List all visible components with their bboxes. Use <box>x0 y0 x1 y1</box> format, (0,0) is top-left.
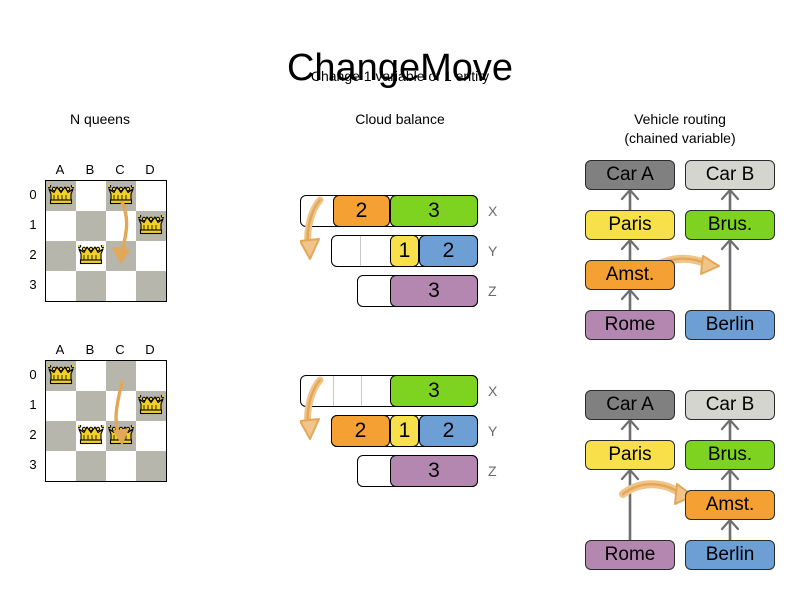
cloud-process-y-0[interactable]: 2 <box>331 415 390 447</box>
board-rank-label-1: 1 <box>29 217 37 232</box>
queen-piece-B2[interactable] <box>76 243 106 267</box>
queen-icon <box>46 363 76 385</box>
chessboard <box>45 360 167 482</box>
cloud-bar-divider <box>360 236 361 266</box>
cloud-computer-label-y: Y <box>488 423 498 439</box>
board-file-label-c: C <box>115 162 125 177</box>
cloud-computer-label-x: X <box>488 383 498 399</box>
board-file-label-a: A <box>55 162 65 177</box>
queen-icon <box>76 423 106 445</box>
board-cell-C1[interactable] <box>106 211 136 241</box>
board-cell-C3[interactable] <box>106 451 136 481</box>
page-subtitle: Change 1 variable of 1 entity <box>310 68 490 84</box>
queen-piece-B2[interactable] <box>76 423 106 447</box>
board-cell-C2[interactable] <box>106 241 136 271</box>
board-cell-B3[interactable] <box>76 451 106 481</box>
board-rank-label-3: 3 <box>29 277 37 292</box>
board-cell-D2[interactable] <box>136 421 166 451</box>
board-rank-label-1: 1 <box>29 397 37 412</box>
cloud-bar-divider <box>361 376 362 406</box>
cloud-process-y-2[interactable]: 2 <box>419 415 478 447</box>
cloud-process-y-1[interactable]: 1 <box>390 415 419 447</box>
page-title: ChangeMove <box>286 47 514 90</box>
section-heading-cloud: Cloud balance <box>355 111 445 127</box>
routing-node-rome[interactable]: Rome <box>585 540 675 570</box>
routing-node-paris[interactable]: Paris <box>585 210 675 240</box>
cloud-process-x-0[interactable]: 2 <box>333 195 390 227</box>
routing-node-car-b[interactable]: Car B <box>685 390 775 420</box>
cloud-process-x-0[interactable]: 3 <box>390 375 478 407</box>
board-cell-A3[interactable] <box>46 451 76 481</box>
cloud-computer-label-x: X <box>488 203 498 219</box>
queen-icon <box>76 243 106 265</box>
routing-node-paris[interactable]: Paris <box>585 440 675 470</box>
board-cell-B1[interactable] <box>76 391 106 421</box>
routing-node-car-a[interactable]: Car A <box>585 160 675 190</box>
cloud-bar-divider <box>333 376 334 406</box>
section-heading-routing: Vehicle routing (chained variable) <box>580 110 780 148</box>
queen-icon <box>136 213 166 235</box>
routing-node-brus[interactable]: Brus. <box>685 210 775 240</box>
cloud-process-y-0[interactable]: 1 <box>390 235 419 267</box>
board-file-label-a: A <box>55 342 65 357</box>
board-cell-D0[interactable] <box>136 181 166 211</box>
routing-node-amst[interactable]: Amst. <box>685 490 775 520</box>
board-file-label-d: D <box>145 162 155 177</box>
cloud-computer-label-y: Y <box>488 243 498 259</box>
routing-node-car-a[interactable]: Car A <box>585 390 675 420</box>
board-cell-D0[interactable] <box>136 361 166 391</box>
board-file-label-c: C <box>115 342 125 357</box>
cloud-computer-label-z: Z <box>488 463 497 479</box>
board-cell-A2[interactable] <box>46 241 76 271</box>
board-file-label-d: D <box>145 342 155 357</box>
routing-node-berlin[interactable]: Berlin <box>685 540 775 570</box>
board-rank-label-0: 0 <box>29 367 37 382</box>
queen-icon <box>136 393 166 415</box>
routing-node-amst[interactable]: Amst. <box>585 260 675 290</box>
board-rank-label-0: 0 <box>29 187 37 202</box>
routing-node-car-b[interactable]: Car B <box>685 160 775 190</box>
board-file-label-b: B <box>85 162 95 177</box>
queen-icon <box>106 423 136 445</box>
board-cell-B0[interactable] <box>76 361 106 391</box>
board-cell-B1[interactable] <box>76 211 106 241</box>
board-cell-A2[interactable] <box>46 421 76 451</box>
board-cell-D3[interactable] <box>136 451 166 481</box>
queen-piece-D1[interactable] <box>136 393 166 417</box>
board-cell-D3[interactable] <box>136 271 166 301</box>
board-cell-C0[interactable] <box>106 361 136 391</box>
board-cell-B0[interactable] <box>76 181 106 211</box>
board-cell-A3[interactable] <box>46 271 76 301</box>
queen-piece-D1[interactable] <box>136 213 166 237</box>
routing-heading-line1: Vehicle routing <box>634 111 726 127</box>
board-cell-D2[interactable] <box>136 241 166 271</box>
queen-piece-A0[interactable] <box>46 363 76 387</box>
routing-node-rome[interactable]: Rome <box>585 310 675 340</box>
board-rank-label-2: 2 <box>29 427 37 442</box>
section-heading-nqueens: N queens <box>70 111 130 127</box>
queen-piece-C2[interactable] <box>106 423 136 447</box>
chessboard <box>45 180 167 302</box>
queen-piece-C0[interactable] <box>106 183 136 207</box>
board-rank-label-3: 3 <box>29 457 37 472</box>
queen-icon <box>46 183 76 205</box>
routing-node-brus[interactable]: Brus. <box>685 440 775 470</box>
cloud-computer-label-z: Z <box>488 283 497 299</box>
board-cell-B3[interactable] <box>76 271 106 301</box>
board-cell-A1[interactable] <box>46 391 76 421</box>
cloud-process-z-0[interactable]: 3 <box>390 275 478 307</box>
queen-icon <box>106 183 136 205</box>
routing-heading-line2: (chained variable) <box>624 130 736 146</box>
queen-piece-A0[interactable] <box>46 183 76 207</box>
routing-node-berlin[interactable]: Berlin <box>685 310 775 340</box>
board-file-label-b: B <box>85 342 95 357</box>
board-cell-C3[interactable] <box>106 271 136 301</box>
cloud-process-z-0[interactable]: 3 <box>390 455 478 487</box>
cloud-process-y-1[interactable]: 2 <box>419 235 478 267</box>
board-cell-C1[interactable] <box>106 391 136 421</box>
board-cell-A1[interactable] <box>46 211 76 241</box>
cloud-process-x-1[interactable]: 3 <box>390 195 478 227</box>
board-rank-label-2: 2 <box>29 247 37 262</box>
